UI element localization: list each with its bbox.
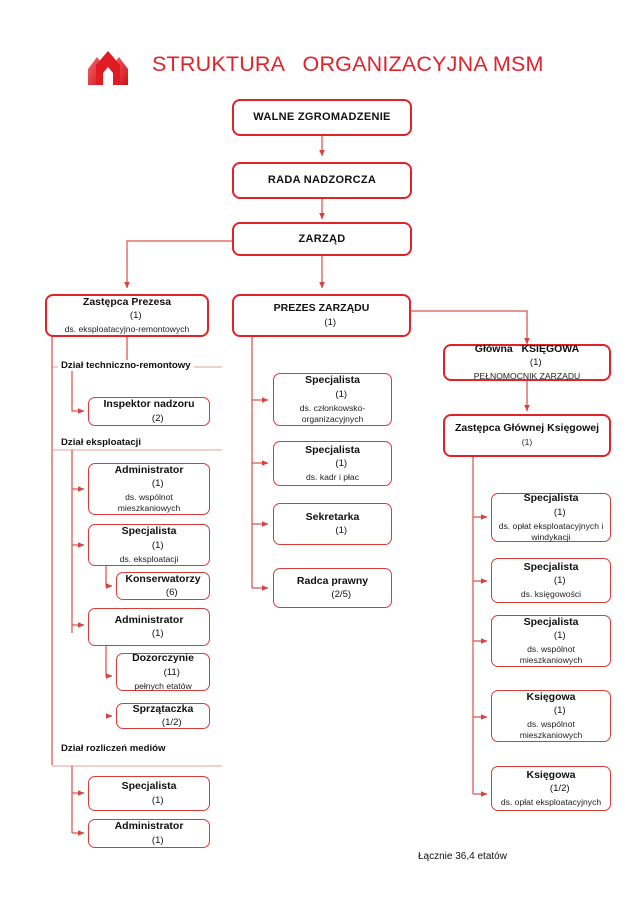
node-title: Specjalista	[121, 525, 177, 538]
node-subtitle: ds. eksploatacyjno-remontowych	[64, 324, 190, 335]
chart-header: STRUKTURA ORGANIZACYJNA MSM	[0, 0, 640, 100]
total-positions-label: Łącznie 36,4 etatów	[418, 851, 507, 862]
node-title: Specjalista	[305, 374, 360, 387]
node-inspektor-nadzoru[interactable]: Inspektor nadzoru (2)	[88, 397, 210, 426]
node-count: (1)	[335, 388, 348, 400]
node-subtitle: ds. eksploatacji	[119, 553, 179, 564]
node-count: (1)	[335, 458, 348, 470]
node-title: Główna KSIĘGOWA	[474, 342, 580, 355]
node-zastepca-prezesa[interactable]: Zastępca Prezesa (1) ds. eksploatacyjno-…	[45, 294, 209, 337]
page-title: STRUKTURA ORGANIZACYJNA MSM	[152, 52, 544, 76]
node-count: (1/2)	[549, 783, 570, 795]
node-count: (11)	[163, 666, 180, 678]
node-dozorczynie[interactable]: Dozorczynie (11) pełnych etatów	[116, 652, 210, 691]
node-title: PREZES ZARZĄDU	[273, 302, 370, 315]
node-count: (1)	[151, 539, 164, 551]
node-title: Specjalista	[523, 560, 579, 573]
node-title: Konserwatorzy	[125, 572, 201, 585]
node-count: (1)	[553, 575, 566, 587]
node-count: (1)	[335, 525, 348, 536]
node-title: Sprzątaczka	[132, 702, 194, 715]
node-subtitle: PEŁNOMOCNIK ZARZĄDU	[473, 371, 581, 382]
node-title: Specjalista	[121, 780, 177, 793]
node-administrator-media[interactable]: Administrator (1)	[88, 819, 210, 848]
node-title: Radca prawny	[296, 574, 369, 587]
node-count: (2)	[151, 412, 164, 424]
node-count: (1)	[324, 316, 337, 328]
node-count: (1)	[151, 794, 164, 806]
node-count: (1/2)	[161, 717, 182, 728]
node-count: (1)	[151, 478, 164, 490]
dept-heading-media: Dział rozliczeń mediów	[58, 743, 169, 754]
node-walne-zgromadzenie[interactable]: WALNE ZGROMADZENIE	[232, 99, 412, 136]
node-subtitle: ds. księgowości	[520, 589, 582, 600]
node-count: (1)	[151, 628, 164, 639]
node-count: (1)	[553, 630, 566, 642]
node-subtitle: pełnych etatów	[134, 680, 192, 691]
node-title: Dozorczynie	[132, 652, 194, 665]
node-subtitle: ds. kadr i płac	[305, 472, 360, 483]
node-title: Specjalista	[523, 615, 579, 628]
node-title: Księgowa	[526, 768, 576, 781]
node-title: Inspektor nadzoru	[103, 398, 195, 411]
node-zarzad[interactable]: ZARZĄD	[232, 222, 412, 256]
node-specjalista-media[interactable]: Specjalista (1)	[88, 776, 210, 811]
node-specjalista-ksiegowosci[interactable]: Specjalista (1) ds. księgowości	[491, 558, 611, 603]
node-count: (1)	[151, 834, 164, 846]
node-title: Zastępca Głównej Księgowej	[454, 422, 600, 435]
node-specjalista-eksploatacji[interactable]: Specjalista (1) ds. eksploatacji	[88, 524, 210, 566]
node-ksiegowa-oplat[interactable]: Księgowa (1/2) ds. opłat eksploatacyjnyc…	[491, 766, 611, 811]
node-title: Administrator	[114, 463, 184, 476]
node-konserwatorzy[interactable]: Konserwatorzy (6)	[116, 572, 210, 600]
node-title: Sekretarka	[305, 510, 360, 523]
node-title: Księgowa	[526, 690, 576, 703]
node-glowna-ksiegowa[interactable]: Główna KSIĘGOWA (1) PEŁNOMOCNIK ZARZĄDU	[443, 342, 611, 382]
node-title: Administrator	[114, 820, 184, 833]
node-specjalista-oplat-windykacji[interactable]: Specjalista (1) ds. opłat eksploatacyjny…	[491, 492, 611, 542]
dept-heading-techniczny: Dział techniczno-remontowy	[58, 360, 194, 371]
node-count: (1)	[129, 310, 142, 322]
node-count: (2/5)	[331, 589, 352, 600]
node-radca-prawny[interactable]: Radca prawny (2/5)	[273, 568, 392, 608]
node-count: (6)	[165, 587, 178, 598]
node-subtitle: ds. opłat eksploatacyjnych	[500, 797, 602, 808]
house-logo-icon	[85, 47, 131, 89]
node-zastepca-glownej-ksiegowej[interactable]: Zastępca Głównej Księgowej (1)	[443, 414, 611, 457]
node-rada-nadzorcza[interactable]: RADA NADZORCZA	[232, 162, 412, 199]
node-title: ZARZĄD	[298, 232, 346, 245]
node-count: (1)	[553, 506, 566, 518]
node-title: RADA NADZORCZA	[267, 174, 377, 187]
node-specjalista-czlonkowsko[interactable]: Specjalista (1) ds. członkowsko-organiza…	[273, 373, 392, 426]
node-count: (1)	[529, 357, 542, 369]
node-administrator-2[interactable]: Administrator (1)	[88, 608, 210, 646]
node-prezes-zarzadu[interactable]: PREZES ZARZĄDU (1)	[232, 294, 411, 337]
node-count: (1)	[553, 705, 566, 717]
node-title: WALNE ZGROMADZENIE	[253, 111, 391, 124]
dept-heading-eksploatacji: Dział eksploatacji	[58, 437, 144, 448]
node-title: Specjalista	[523, 492, 579, 505]
node-subtitle: (1)	[521, 437, 533, 448]
node-sekretarka[interactable]: Sekretarka (1)	[273, 503, 392, 545]
node-sprzataczka[interactable]: Sprzątaczka (1/2)	[116, 703, 210, 729]
node-title: Zastępca Prezesa	[82, 295, 172, 308]
node-subtitle: ds. członkowsko-organizacyjnych	[299, 402, 366, 424]
node-title: Specjalista	[305, 443, 360, 456]
node-specjalista-kadr[interactable]: Specjalista (1) ds. kadr i płac	[273, 441, 392, 486]
node-title: Administrator	[114, 613, 184, 626]
